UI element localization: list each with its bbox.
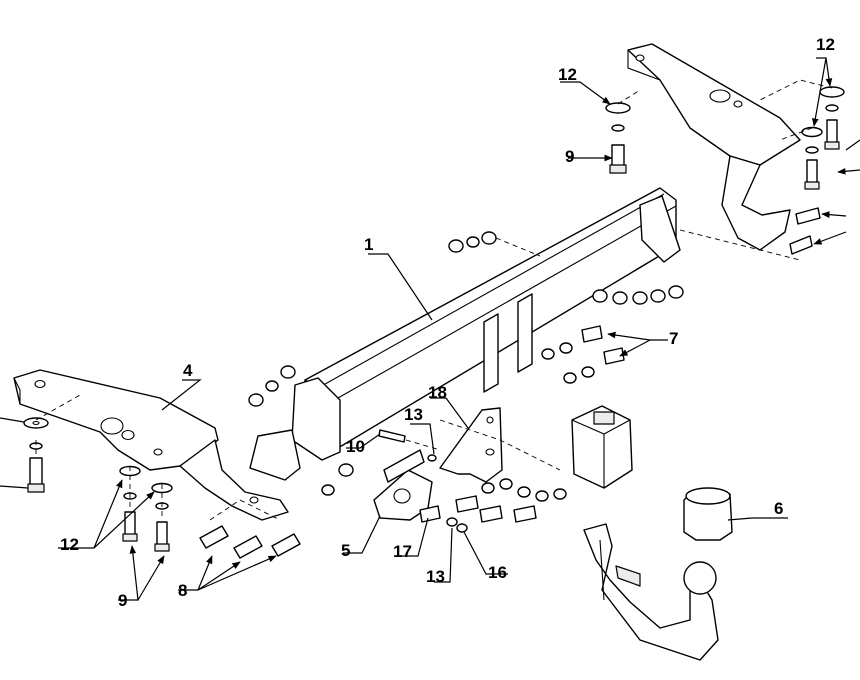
- label-part-6: 6: [774, 499, 783, 518]
- label-part-12-left: 12: [60, 535, 79, 554]
- main-cross-beam: [249, 187, 681, 481]
- tow-ball-6: [583, 487, 733, 661]
- label-part-10: 10: [346, 437, 365, 456]
- label-part-9-left: 9: [118, 591, 127, 610]
- label-part-12-top: 12: [558, 65, 577, 84]
- socket-plate-5: [373, 449, 433, 521]
- right-top-fasteners: [605, 86, 845, 255]
- label-part-17: 17: [393, 542, 412, 561]
- label-part-1: 1: [364, 235, 373, 254]
- label-part-8: 8: [178, 581, 187, 600]
- electrical-socket-block: [571, 405, 633, 489]
- label-part-9-right: 9: [565, 147, 574, 166]
- label-part-13-top: 13: [404, 405, 423, 424]
- socket-bracket-18: [439, 407, 503, 483]
- label-part-13-bottom: 13: [426, 567, 445, 586]
- label-part-5: 5: [341, 541, 350, 560]
- label-part-18: 18: [428, 383, 447, 402]
- label-part-4: 4: [183, 361, 193, 380]
- bolts-8: [199, 525, 301, 559]
- label-part-16: 16: [488, 563, 507, 582]
- leader-lines: [0, 57, 860, 601]
- beam-nuts-washers: [248, 231, 684, 496]
- right-mounting-bracket: [627, 43, 801, 251]
- label-part-7: 7: [669, 329, 678, 348]
- small-fasteners: [378, 429, 567, 533]
- part-labels: 1 4 5 6 7 8 9 9 10 12 12 12 13 13 16 17 …: [60, 35, 835, 610]
- label-part-12-right: 12: [816, 35, 835, 54]
- left-mounting-bracket: [13, 369, 289, 521]
